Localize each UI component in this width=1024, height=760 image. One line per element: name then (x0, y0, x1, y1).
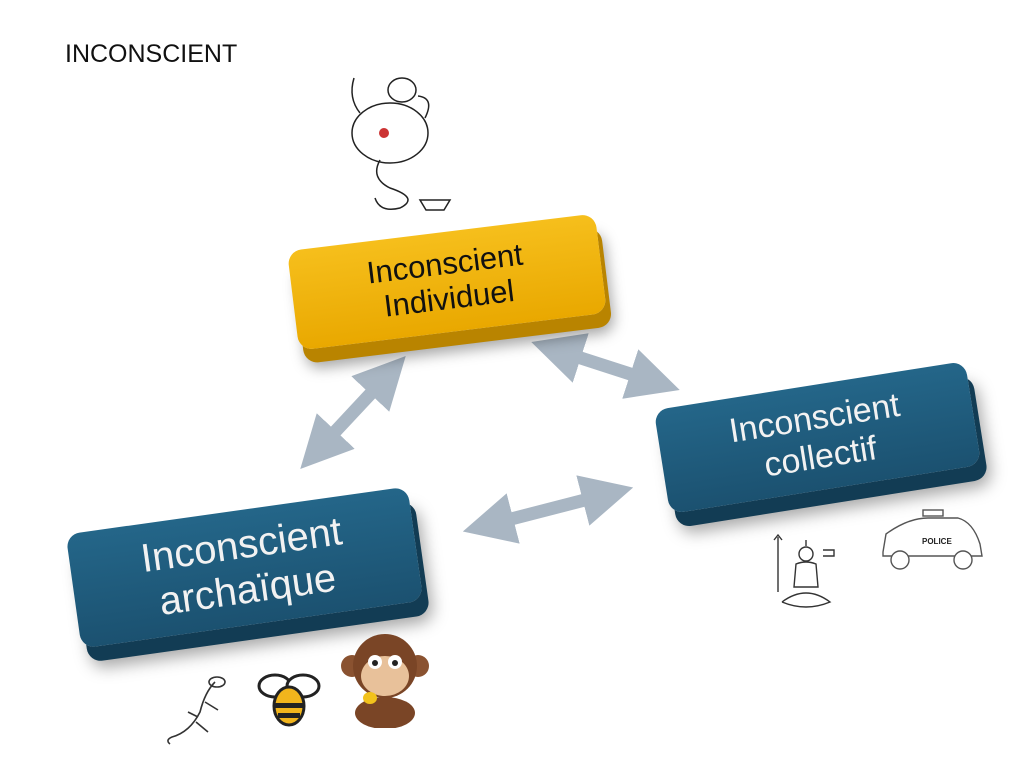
arrow-archaique-collectif (462, 475, 634, 544)
slide-title: INCONSCIENT (65, 40, 238, 68)
monkey-icon (341, 634, 429, 728)
arrow-archaique-individuel (300, 355, 406, 470)
arrow-individuel-collectif (531, 333, 680, 399)
lizard-icon (167, 676, 226, 745)
genie-icon (351, 77, 452, 211)
deity-icon (773, 533, 835, 608)
police-label: POLICE (922, 537, 952, 546)
bee-icon (257, 673, 321, 727)
police-car-icon: POLICE (882, 509, 983, 570)
